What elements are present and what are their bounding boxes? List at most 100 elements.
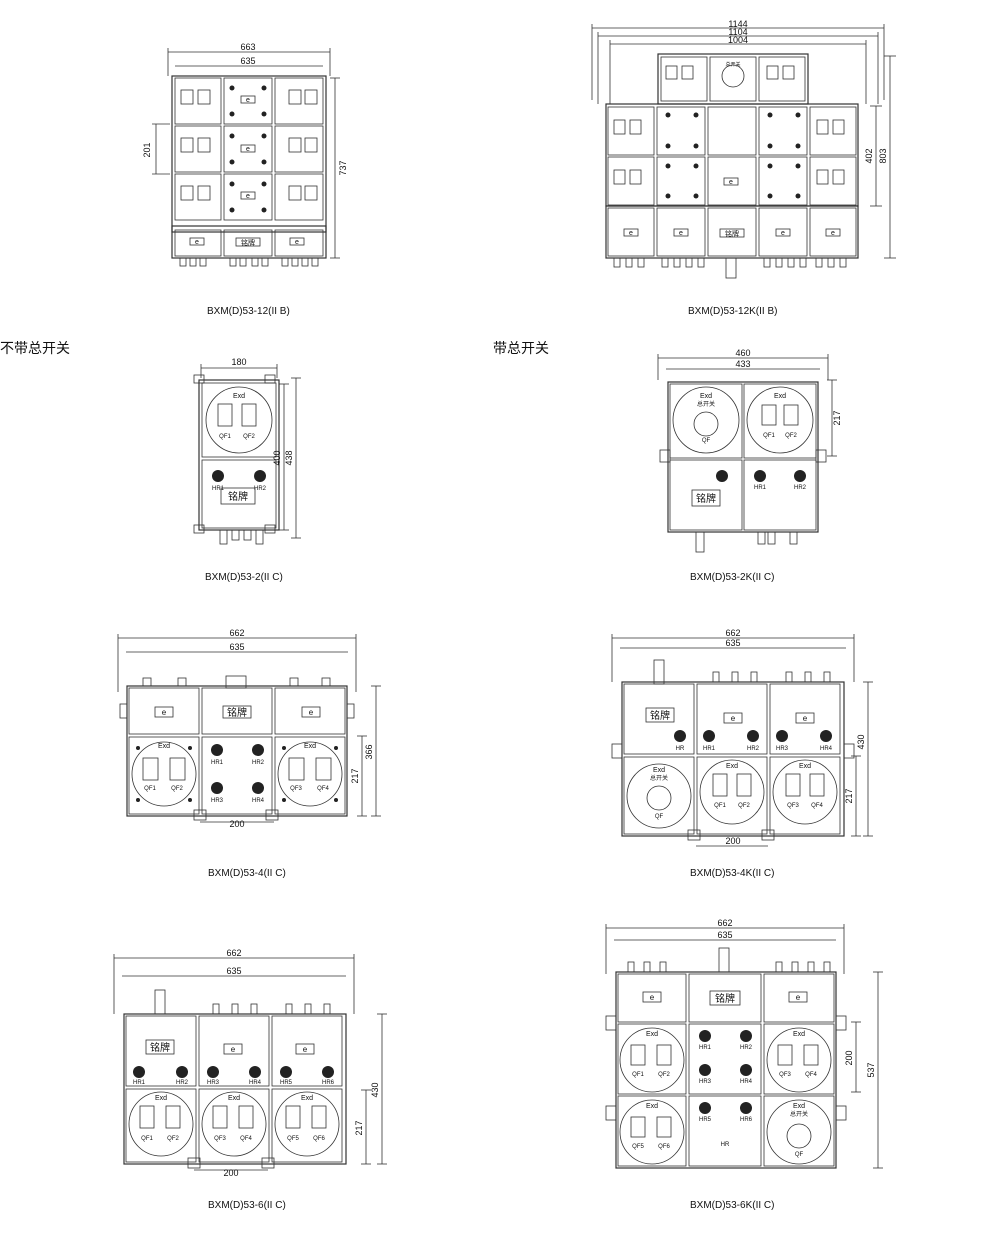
e-mark: e bbox=[796, 993, 801, 1002]
drawing-bxm53-6: 662 635 430 217 200 铭牌 e e Exd Exd Exd Q… bbox=[0, 900, 500, 1239]
exd-label: Exd bbox=[158, 743, 170, 750]
e-mark: e bbox=[246, 193, 250, 200]
lamp-label: HR2 bbox=[176, 1080, 189, 1086]
main-switch-label: 总开关 bbox=[697, 400, 715, 408]
drawing-bxm53-12: 663 635 201 737 e e e e 铭牌 e bbox=[0, 0, 500, 330]
section-label-with-main-switch: 带总开关 bbox=[493, 341, 549, 357]
lamp-label: HR1 bbox=[211, 760, 224, 766]
drawing-bxm53-2: 180 400 438 Exd QF1 QF2 HR1 HR2 铭牌 bbox=[0, 0, 500, 600]
e-mark: e bbox=[629, 230, 633, 237]
drawing-bxm53-12k-svg: 1144 1104 1004 402 803 e e e 铭牌 e e 总开关 bbox=[591, 19, 896, 279]
nameplate-label: 铭牌 bbox=[227, 706, 247, 719]
exd-label: Exd bbox=[700, 393, 712, 400]
e-mark: e bbox=[246, 146, 250, 153]
dim-438: 438 bbox=[284, 450, 294, 465]
lamp-label: HR4 bbox=[249, 1080, 262, 1086]
caption-bxm53-2k: BXM(D)53-2K(II C) bbox=[690, 572, 775, 583]
switch-label: QF1 bbox=[141, 1136, 153, 1142]
lamp-label: HR4 bbox=[820, 746, 833, 752]
exd-label: Exd bbox=[774, 393, 786, 400]
lamp-label: HR5 bbox=[280, 1080, 293, 1086]
dim-200: 200 bbox=[223, 1168, 238, 1178]
dim-433: 433 bbox=[735, 359, 750, 369]
dim-662: 662 bbox=[226, 948, 241, 958]
dim-1004: 1004 bbox=[728, 35, 748, 45]
exd-label: Exd bbox=[646, 1031, 658, 1038]
switch-label: QF3 bbox=[779, 1072, 791, 1078]
dim-217: 217 bbox=[844, 788, 854, 803]
exd-label: Exd bbox=[228, 1095, 240, 1102]
lamp-label: HR3 bbox=[211, 798, 224, 804]
section-label-no-main-switch: 不带总开关 bbox=[0, 341, 70, 357]
lamp-label: HR5 bbox=[699, 1117, 712, 1123]
dim-200: 200 bbox=[229, 819, 244, 829]
nameplate-label: 铭牌 bbox=[150, 1041, 170, 1054]
e-mark: e bbox=[731, 714, 736, 723]
switch-label: QF1 bbox=[632, 1072, 644, 1078]
nameplate-label: 铭牌 bbox=[241, 238, 255, 247]
drawing-bxm53-12-svg: 663 635 201 737 e e e e 铭牌 e bbox=[142, 42, 348, 267]
caption-bxm53-6: BXM(D)53-6(II C) bbox=[208, 1200, 286, 1211]
e-mark: e bbox=[729, 179, 733, 186]
dim-217: 217 bbox=[354, 1120, 364, 1135]
exd-label: Exd bbox=[793, 1103, 805, 1110]
lamp-label: HR1 bbox=[699, 1045, 712, 1051]
dim-200: 200 bbox=[844, 1050, 854, 1065]
drawing-bxm53-2-svg: 180 400 438 Exd QF1 QF2 HR1 HR2 铭牌 bbox=[193, 357, 301, 545]
caption-bxm53-6k: BXM(D)53-6K(II C) bbox=[690, 1200, 775, 1211]
e-mark: e bbox=[162, 708, 167, 717]
switch-label: QF4 bbox=[805, 1072, 817, 1078]
caption-bxm53-12k: BXM(D)53-12K(II B) bbox=[688, 306, 778, 317]
lamp-label: HR3 bbox=[699, 1079, 712, 1085]
switch-label: QF1 bbox=[714, 803, 726, 809]
caption-bxm53-12: BXM(D)53-12(II B) bbox=[207, 306, 290, 317]
e-mark: e bbox=[781, 230, 785, 237]
switch-label: QF2 bbox=[658, 1072, 670, 1078]
dim-430: 430 bbox=[370, 1082, 380, 1097]
switch-label: QF2 bbox=[171, 786, 183, 792]
caption-bxm53-4: BXM(D)53-4(II C) bbox=[208, 868, 286, 879]
e-mark: e bbox=[231, 1045, 236, 1054]
lamp-label: HR3 bbox=[776, 746, 789, 752]
nameplate-label: 铭牌 bbox=[696, 492, 716, 505]
dim-737: 737 bbox=[338, 160, 348, 175]
nameplate-label: 铭牌 bbox=[228, 490, 248, 503]
switch-label: QF3 bbox=[214, 1136, 226, 1142]
dim-662: 662 bbox=[229, 628, 244, 638]
main-switch-label: 总开关 bbox=[650, 774, 668, 782]
dim-460: 460 bbox=[735, 348, 750, 358]
lamp-label: HR4 bbox=[740, 1079, 753, 1085]
exd-label: Exd bbox=[233, 393, 245, 400]
lamp-label: HR bbox=[721, 1142, 730, 1148]
switch-label: QF6 bbox=[658, 1144, 670, 1150]
dim-366: 366 bbox=[364, 744, 374, 759]
drawing-bxm53-4k: 662 635 430 217 200 铭牌 e e Exd 总开关 Exd E… bbox=[500, 600, 1000, 900]
dim-180: 180 bbox=[231, 357, 246, 367]
lamp-label: HR bbox=[676, 746, 685, 752]
dim-1104: 1104 bbox=[728, 27, 747, 37]
dim-635: 635 bbox=[725, 638, 740, 648]
lamp-label: HR2 bbox=[254, 486, 267, 492]
e-mark: e bbox=[246, 97, 250, 104]
lamp-label: HR1 bbox=[703, 746, 716, 752]
drawing-bxm53-6-svg: 662 635 430 217 200 铭牌 e e Exd Exd Exd Q… bbox=[113, 948, 387, 1178]
lamp-label: HR2 bbox=[794, 485, 807, 491]
switch-label: QF3 bbox=[787, 803, 799, 809]
switch-label: QF6 bbox=[313, 1136, 325, 1142]
lamp-label: HR1 bbox=[133, 1080, 146, 1086]
dim-430: 430 bbox=[856, 734, 866, 749]
drawing-bxm53-4-svg: 662 635 366 217 200 e 铭牌 e Exd Exd QF1 Q… bbox=[117, 628, 381, 829]
switch-label: QF bbox=[702, 438, 711, 444]
nameplate-label: 铭牌 bbox=[725, 229, 739, 238]
lamp-label: HR6 bbox=[322, 1080, 335, 1086]
caption-bxm53-4k: BXM(D)53-4K(II C) bbox=[690, 868, 775, 879]
switch-label: QF3 bbox=[290, 786, 302, 792]
dim-400: 400 bbox=[272, 450, 282, 465]
switch-label: QF2 bbox=[738, 803, 750, 809]
exd-label: Exd bbox=[793, 1031, 805, 1038]
e-mark: e bbox=[831, 230, 835, 237]
switch-label: QF1 bbox=[763, 433, 775, 439]
drawing-bxm53-2k-svg: 460 433 217 Exd 总开关 Exd QF QF1 QF2 HR1 H… bbox=[657, 348, 842, 553]
e-mark: e bbox=[679, 230, 683, 237]
exd-label: Exd bbox=[726, 763, 738, 770]
